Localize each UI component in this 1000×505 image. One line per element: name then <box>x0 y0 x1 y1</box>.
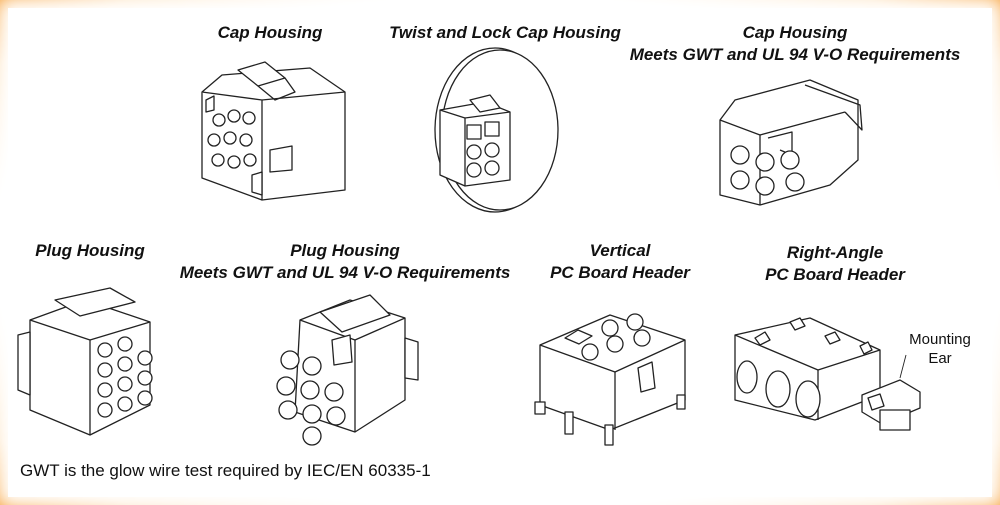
right-angle-header-drawing <box>734 317 921 431</box>
caption-line: Meets GWT and UL 94 V-O Requirements <box>629 45 961 64</box>
plug-housing-gwt-drawing <box>276 294 419 446</box>
caption-line: PC Board Header <box>765 265 905 284</box>
caption-line: Meets GWT and UL 94 V-O Requirements <box>179 263 511 282</box>
callout-line: Ear <box>928 350 952 367</box>
plug-housing-drawing <box>17 287 153 436</box>
caption-line: Cap Housing <box>217 23 323 42</box>
mounting-ear-label: Mounting Ear <box>900 330 980 368</box>
vertical-header-drawing <box>534 313 686 446</box>
twist-lock-drawing <box>434 47 559 213</box>
caption-vertical-header: Vertical PC Board Header <box>525 240 715 284</box>
caption-cap-housing: Cap Housing <box>190 22 350 44</box>
cap-housing-drawing <box>201 61 346 201</box>
caption-cap-housing-gwt: Cap Housing Meets GWT and UL 94 V-O Requ… <box>620 22 970 66</box>
caption-line: Plug Housing <box>35 241 145 260</box>
caption-line: PC Board Header <box>550 263 690 282</box>
callout-line: Mounting <box>909 331 971 348</box>
gwt-footnote: GWT is the glow wire test required by IE… <box>20 461 431 480</box>
caption-line: Vertical <box>589 241 651 260</box>
caption-plug-housing: Plug Housing <box>10 240 170 262</box>
caption-plug-housing-gwt: Plug Housing Meets GWT and UL 94 V-O Req… <box>170 240 520 284</box>
caption-line: Plug Housing <box>290 241 400 260</box>
caption-twist-lock: Twist and Lock Cap Housing <box>375 22 635 44</box>
caption-right-angle-header: Right-Angle PC Board Header <box>735 242 935 286</box>
caption-line: Right-Angle <box>786 243 884 262</box>
caption-line: Twist and Lock Cap Housing <box>389 23 621 42</box>
cap-housing-gwt-drawing <box>719 79 863 206</box>
caption-line: Cap Housing <box>742 23 848 42</box>
